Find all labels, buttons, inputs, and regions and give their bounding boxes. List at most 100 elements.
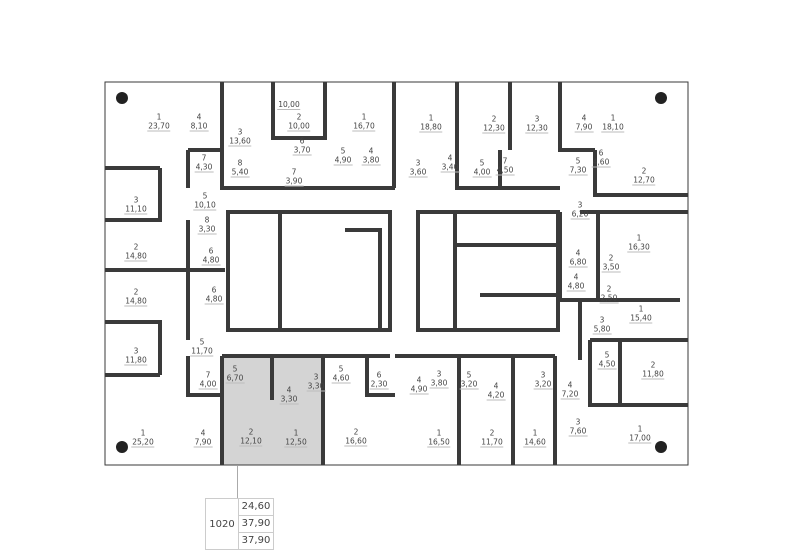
room-area: 3,20	[459, 379, 479, 390]
legend-value: 24,60	[239, 499, 273, 516]
room-number: 1	[428, 113, 434, 123]
room-number: 1	[140, 428, 146, 438]
room-number: 3	[540, 370, 546, 380]
room-area: 7,20	[560, 389, 580, 400]
room-number: 2	[353, 427, 359, 437]
room-area: 18,10	[601, 122, 625, 133]
room-area: 12,10	[239, 436, 263, 447]
room-area: 10,00	[287, 121, 311, 132]
room-area: 25,20	[131, 437, 155, 448]
room-number: 1	[532, 428, 538, 438]
room-area: 11,80	[641, 369, 665, 380]
room-area: 3,70	[292, 145, 312, 156]
room-label[interactable]: 10,00	[277, 100, 301, 110]
room-number: 1	[156, 112, 162, 122]
room-number: 3	[313, 372, 319, 382]
room-number: 4	[286, 385, 292, 395]
room-number: 1	[293, 428, 299, 438]
room-area: 5,40	[230, 167, 250, 178]
room-number: 5	[466, 370, 472, 380]
room-area: 2,30	[369, 379, 389, 390]
room-number: 4	[493, 381, 499, 391]
room-area: 12,30	[482, 123, 506, 134]
room-area: 16,60	[344, 436, 368, 447]
room-area: 4,80	[201, 255, 221, 266]
room-area: 3,30	[197, 224, 217, 235]
room-number: 3	[133, 195, 139, 205]
room-area: 3,20	[533, 379, 553, 390]
walls	[105, 82, 688, 465]
room-area: 4,30	[194, 162, 214, 173]
room-number: 7	[291, 167, 297, 177]
room-number: 4	[200, 428, 206, 438]
room-area: 2,50	[599, 293, 619, 304]
room-number: 3	[436, 369, 442, 379]
room-number: 3	[599, 315, 605, 325]
